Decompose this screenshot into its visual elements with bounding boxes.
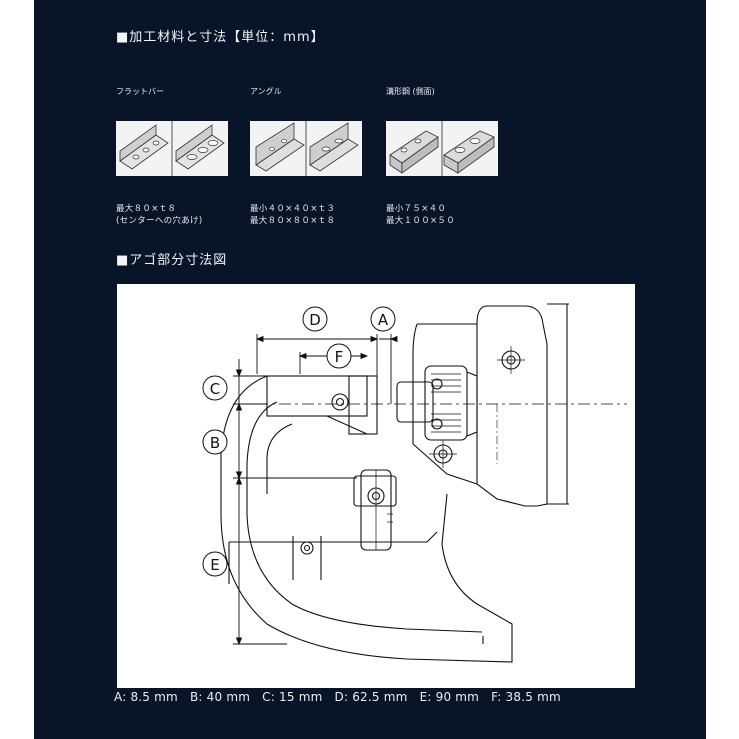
angle-spec-line-1: 最小４０×４０×ｔ３	[250, 204, 336, 214]
label-f: F	[335, 348, 344, 366]
flat-bar-spec-line-1: 最大８０×ｔ８	[116, 204, 177, 214]
angle-spec: 最小４０×４０×ｔ３ 最大８０×８０×ｔ８	[250, 203, 335, 227]
channel-spec-line-1: 最小７５×４０	[386, 204, 447, 214]
channel-image	[386, 121, 498, 176]
material-label-angle: アングル	[250, 87, 282, 96]
label-a: A	[378, 311, 389, 329]
label-b-circle	[202, 429, 228, 455]
label-d: D	[309, 311, 321, 329]
materials-heading: ■加工材料と寸法【単位：mm】	[116, 30, 325, 45]
flat-bar-spec: 最大８０×ｔ８ (センターへの穴あけ)	[116, 203, 202, 227]
diagram-heading: ■アゴ部分寸法図	[116, 253, 228, 268]
label-c: C	[210, 380, 220, 398]
material-label-flat-bar: フラットバー	[116, 87, 164, 96]
flat-bar-spec-line-2: (センターへの穴あけ)	[116, 216, 203, 226]
label-f-circle	[326, 343, 352, 369]
channel-spec: 最小７５×４０ 最大１００×５０	[386, 203, 455, 227]
angle-image	[250, 121, 362, 176]
jaw-dimension-drawing: D A F C B E	[117, 284, 635, 688]
material-label-channel: 溝形鋼 (側面)	[386, 87, 435, 96]
label-e-circle	[202, 551, 228, 577]
label-d-circle	[302, 306, 328, 332]
flat-bar-image	[116, 121, 228, 176]
label-e: E	[210, 556, 219, 574]
label-a-circle	[370, 306, 396, 332]
dimension-summary: A: 8.5 mm B: 40 mm C: 15 mm D: 62.5 mm E…	[114, 690, 561, 704]
channel-spec-line-2: 最大１００×５０	[386, 216, 456, 226]
content-panel: ■加工材料と寸法【単位：mm】 フラットバー アングル 溝形鋼 (側面)	[34, 0, 706, 739]
label-c-circle	[202, 375, 228, 401]
label-b: B	[210, 434, 220, 452]
angle-spec-line-2: 最大８０×８０×ｔ８	[250, 216, 336, 226]
